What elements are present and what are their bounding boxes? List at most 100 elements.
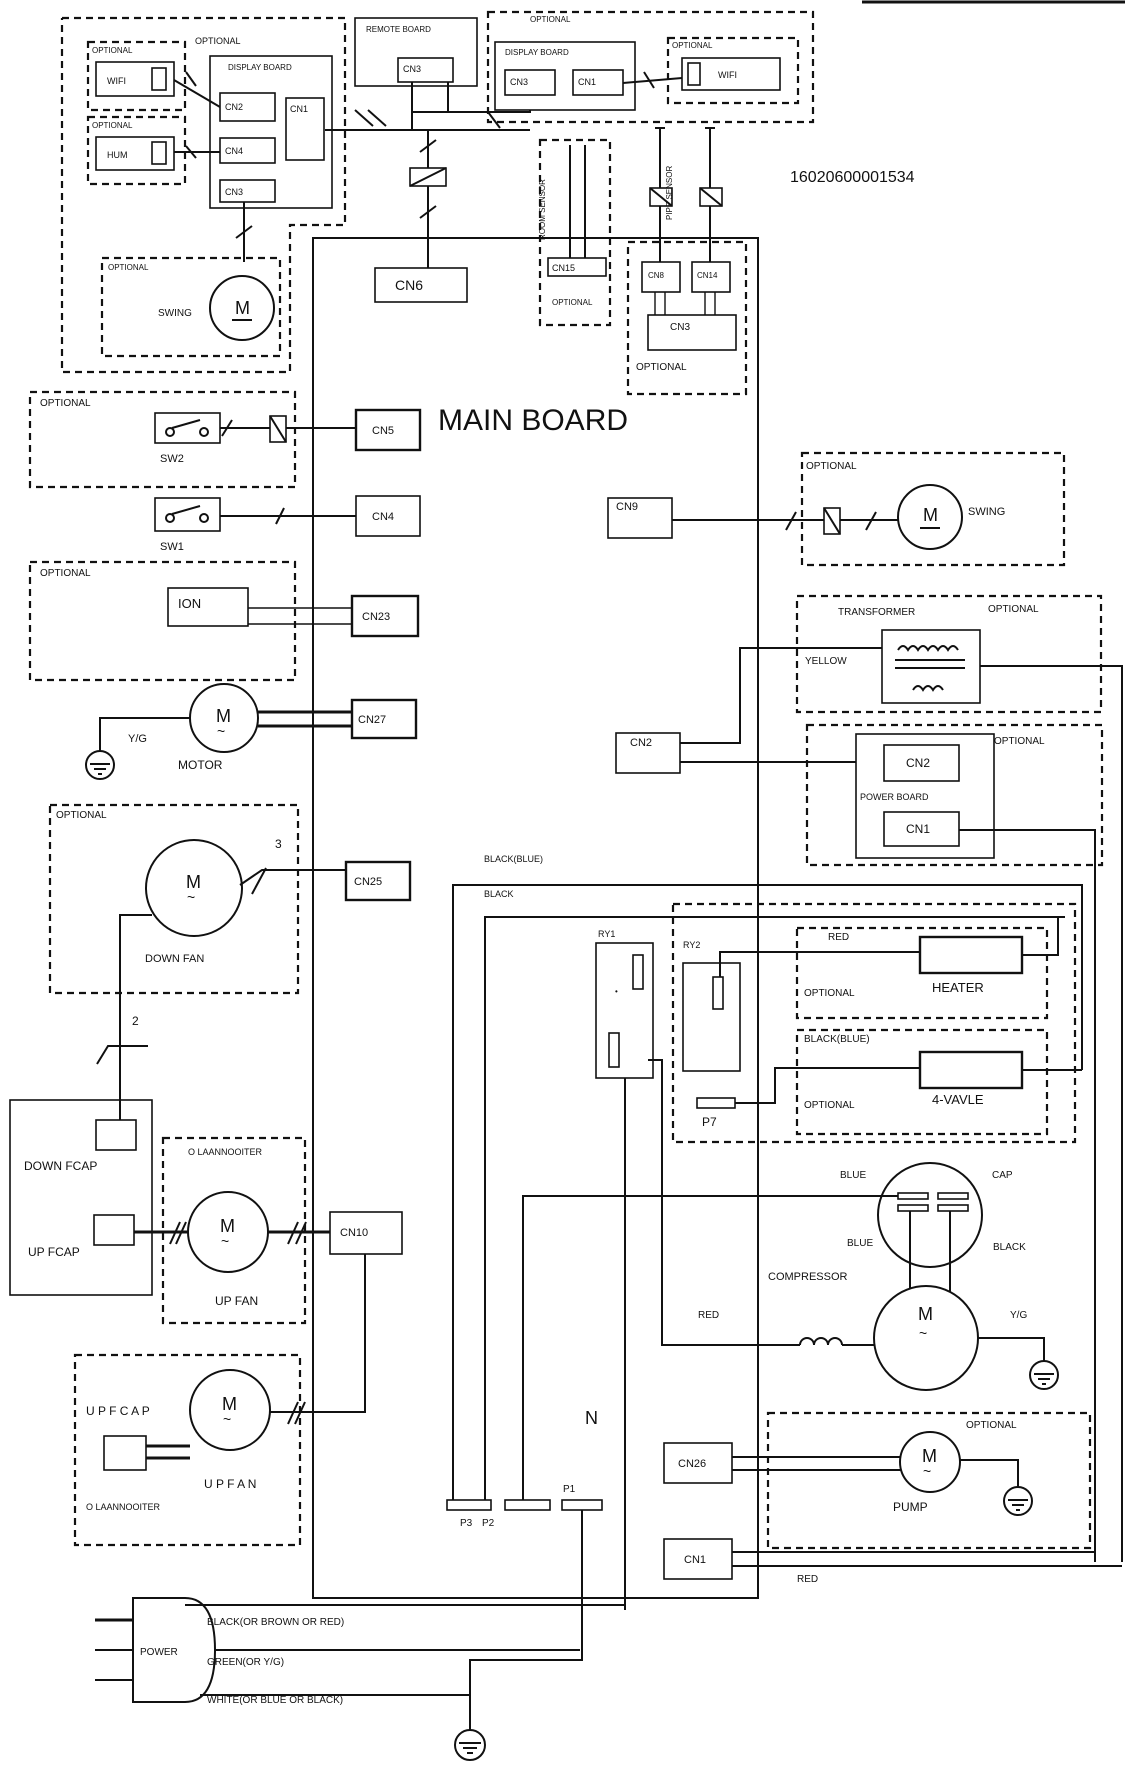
olaannooiter-label: O LAANNOOITER bbox=[86, 1502, 161, 1512]
wire-label: YELLOW bbox=[805, 656, 847, 667]
connector-cn9 bbox=[607, 497, 673, 539]
connector-label: CN2 bbox=[225, 102, 243, 112]
sw1-group: SW1 CN4 bbox=[154, 495, 421, 553]
wire-number: 2 bbox=[132, 1014, 139, 1028]
swing-motor-icon bbox=[209, 275, 275, 341]
optional-label: OPTIONAL bbox=[92, 46, 133, 55]
connector-label: CN10 bbox=[340, 1227, 368, 1239]
up-fan-label: U P F A N bbox=[204, 1477, 256, 1491]
display-board-label: DISPLAY BOARD bbox=[505, 48, 569, 57]
optional-label: OPTIONAL bbox=[966, 1420, 1017, 1431]
cn9-swing-group: CN9 OPTIONAL M SWING bbox=[607, 451, 1066, 567]
connector-label: CN1 bbox=[290, 104, 308, 114]
up-fan-lower-group: U P F C A P M ~ U P F A N O LAANNOOITER bbox=[73, 1254, 366, 1547]
swing-motor-icon bbox=[897, 484, 963, 550]
sw2-group: OPTIONAL SW2 CN5 bbox=[28, 390, 422, 489]
wire-label: WHITE(OR BLUE OR BLACK) bbox=[207, 1695, 343, 1706]
connector-label: CN25 bbox=[354, 876, 382, 888]
up-fan-label: UP FAN bbox=[215, 1294, 258, 1308]
optional-label: OPTIONAL bbox=[195, 36, 241, 46]
compressor-group: CAP BLUE BLUE BLACK M ~ COMPRESSOR RED Y… bbox=[522, 1059, 1059, 1500]
optional-label: OPTIONAL bbox=[988, 604, 1039, 615]
power-wires: BLACK(BLUE) BLACK bbox=[452, 854, 1083, 1500]
connector-label: CN2 bbox=[906, 756, 930, 770]
ion-group: OPTIONAL ION CN23 bbox=[28, 560, 420, 682]
optional-label: OPTIONAL bbox=[108, 263, 149, 272]
motor-group: M ~ MOTOR CN27 Y/G bbox=[85, 683, 418, 780]
connector-cn1 bbox=[285, 97, 325, 161]
hum-label: HUM bbox=[107, 150, 128, 160]
connector-label: CN3 bbox=[403, 64, 421, 74]
optional-label: OPTIONAL bbox=[806, 461, 857, 472]
motor-symbol: M bbox=[186, 872, 201, 892]
optional-display-group-right: OPTIONAL DISPLAY BOARD CN3 CN1 OPTIONAL … bbox=[486, 10, 815, 124]
connector-label: CN1 bbox=[578, 77, 596, 87]
connector-label: CN3 bbox=[510, 77, 528, 87]
connector-label: CN9 bbox=[616, 501, 638, 513]
connector-cn1 bbox=[572, 69, 624, 96]
optional-label: OPTIONAL bbox=[530, 15, 571, 24]
connector-cn4 bbox=[219, 137, 276, 164]
connector-label: CN1 bbox=[906, 822, 930, 836]
svg-text:~: ~ bbox=[223, 1411, 231, 1427]
connector-label: CN1 bbox=[684, 1554, 706, 1566]
optional-display-group: OPTIONAL DISPLAY BOARD CN2 CN4 CN3 CN1 O… bbox=[60, 16, 347, 374]
down-fan-group: OPTIONAL M ~ DOWN FAN 3 CN25 2 bbox=[48, 803, 412, 1065]
sensor-label: ROOM SENSOR bbox=[538, 179, 547, 240]
up-fcap-label: UP FCAP bbox=[28, 1245, 80, 1259]
motor-symbol: M bbox=[235, 298, 250, 318]
connector-cn2 bbox=[615, 732, 681, 774]
motor-symbol: M bbox=[922, 1446, 937, 1466]
connector-cn15 bbox=[547, 257, 607, 277]
connector-cn26 bbox=[663, 1442, 733, 1484]
wire-number: 3 bbox=[275, 837, 282, 851]
connector-cn4 bbox=[355, 495, 421, 537]
power-label: POWER bbox=[140, 1647, 178, 1658]
up-fan-group: O LAANNOOITER M ~ UP FAN CN10 bbox=[134, 1136, 403, 1325]
svg-text:•: • bbox=[615, 987, 618, 996]
connector-label: CN15 bbox=[552, 263, 575, 273]
connector-cn6 bbox=[374, 267, 468, 303]
terminal-p7 bbox=[696, 1097, 736, 1109]
up-fcap-label: U P F C A P bbox=[86, 1404, 150, 1418]
power-board-label: POWER BOARD bbox=[860, 792, 929, 802]
compressor-label: COMPRESSOR bbox=[768, 1271, 848, 1283]
connector-label: CN14 bbox=[697, 271, 718, 280]
swing-label: SWING bbox=[968, 506, 1005, 518]
ion-label: ION bbox=[178, 596, 201, 611]
p1-label: P1 bbox=[563, 1484, 576, 1495]
down-fcap-label: DOWN FCAP bbox=[24, 1159, 97, 1173]
connector-label: CN6 bbox=[395, 277, 423, 293]
wire-label: BLACK bbox=[484, 889, 514, 899]
pump-label: PUMP bbox=[893, 1500, 928, 1514]
terminal-p1 bbox=[561, 1499, 603, 1511]
power-plug-group: POWER BLACK(OR BROWN OR RED) GREEN(OR Y/… bbox=[95, 1597, 625, 1761]
cn6-link: CN6 bbox=[374, 130, 468, 303]
pump-group: OPTIONAL CN26 M ~ PUMP bbox=[663, 1411, 1092, 1550]
optional-label: OPTIONAL bbox=[994, 736, 1045, 747]
relay-group: RY1 • RY2 P7 RED OPTIONAL HEATER BLACK(B… bbox=[595, 917, 1082, 1136]
connector-cn27 bbox=[350, 698, 418, 740]
wifi-label: WIFI bbox=[107, 76, 126, 86]
transformer-group: TRANSFORMER OPTIONAL YELLOW bbox=[680, 594, 1123, 1562]
optional-label: OPTIONAL bbox=[40, 398, 91, 409]
connector-label: CN2 bbox=[630, 737, 652, 749]
connector-label: CN26 bbox=[678, 1458, 706, 1470]
connector-label: CN5 bbox=[372, 425, 394, 437]
connector-label: CN4 bbox=[225, 146, 243, 156]
relay-ry2 bbox=[682, 962, 741, 1072]
down-fan-motor-icon bbox=[145, 839, 243, 937]
transformer-label: TRANSFORMER bbox=[838, 607, 915, 618]
wire-label: RED bbox=[797, 1574, 818, 1585]
wire-label: Y/G bbox=[128, 733, 147, 745]
capacitor-box bbox=[9, 1099, 153, 1296]
connector-cn8 bbox=[641, 261, 681, 293]
ry2-label: RY2 bbox=[683, 940, 700, 950]
pump-motor-icon bbox=[899, 1431, 961, 1493]
connector-label: CN23 bbox=[362, 611, 390, 623]
power-plug-icon bbox=[132, 1597, 217, 1703]
n-label: N bbox=[585, 1408, 598, 1428]
cn1-bottom-group: CN1 RED bbox=[663, 1538, 1122, 1585]
connector-label: CN3 bbox=[670, 322, 690, 333]
